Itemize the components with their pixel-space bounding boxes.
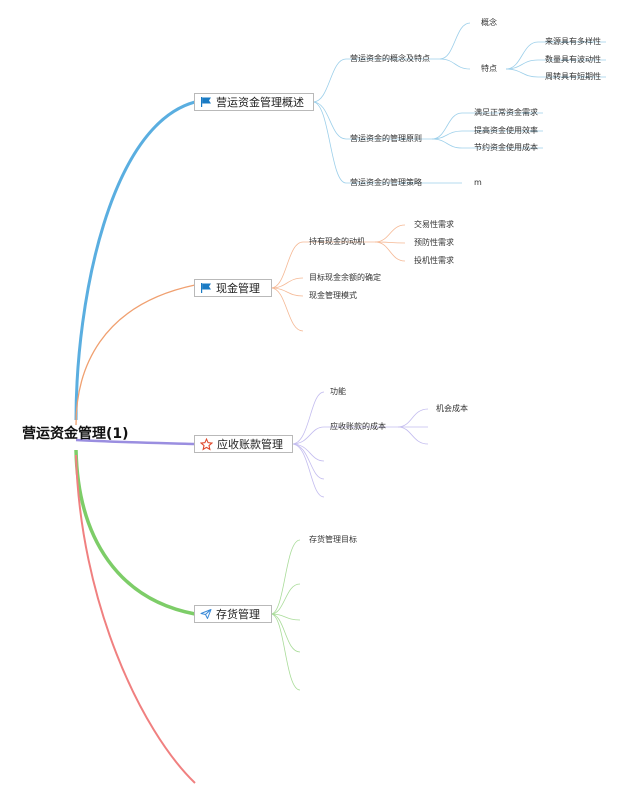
topic-feature-3[interactable]: 周转具有短期性 (545, 72, 601, 81)
topic-principle-1[interactable]: 满足正常资金需求 (474, 108, 538, 117)
topic-principle-2[interactable]: 提高资金使用效率 (474, 126, 538, 135)
branch-curve-receivables (75, 438, 196, 446)
branch-cash-label: 现金管理 (216, 282, 260, 295)
branch-receivables-label: 应收账款管理 (217, 438, 283, 451)
topic-cash-motives[interactable]: 持有现金的动机 (309, 237, 365, 246)
topic-concept-features[interactable]: 营运资金的概念及特点 (350, 54, 430, 63)
branch-curve-empty (75, 454, 196, 784)
topic-feature-1[interactable]: 来源具有多样性 (545, 37, 601, 46)
topic-principle-3[interactable]: 节约资金使用成本 (474, 143, 538, 152)
topic-principles[interactable]: 营运资金的管理原则 (350, 134, 422, 143)
topic-receivables-cost[interactable]: 应收账款的成本 (330, 422, 386, 431)
star-outline-icon (199, 437, 214, 451)
topic-opportunity-cost[interactable]: 机会成本 (436, 404, 468, 413)
topic-strategies[interactable]: 营运资金的管理策略 (350, 178, 422, 187)
blue-flag-icon (200, 282, 212, 294)
root-topic[interactable]: 营运资金管理(1) (22, 426, 129, 442)
branch-cash[interactable]: 现金管理 (194, 279, 272, 297)
branch-inventory[interactable]: 存货管理 (194, 605, 272, 623)
branch-curve-overview (74, 100, 196, 421)
topic-strategy-m[interactable]: m (474, 178, 482, 187)
blue-flag-icon (200, 96, 212, 108)
topic-motive-precaution[interactable]: 预防性需求 (414, 238, 454, 247)
branch-overview-label: 营运资金管理概述 (216, 96, 304, 109)
topic-features[interactable]: 特点 (481, 64, 497, 73)
branch-curve-inventory (74, 449, 196, 616)
topic-target-cash-balance[interactable]: 目标现金余额的确定 (309, 273, 381, 282)
topic-function[interactable]: 功能 (330, 387, 346, 396)
topic-motive-speculation[interactable]: 投机性需求 (414, 256, 454, 265)
branch-curve-cash (75, 284, 196, 426)
paper-plane-icon (200, 608, 212, 620)
branch-inventory-label: 存货管理 (216, 608, 260, 621)
topic-inventory-goal[interactable]: 存货管理目标 (309, 535, 357, 544)
branch-receivables[interactable]: 应收账款管理 (194, 435, 293, 453)
branch-overview[interactable]: 营运资金管理概述 (194, 93, 314, 111)
topic-feature-2[interactable]: 数量具有波动性 (545, 55, 601, 64)
topic-motive-transaction[interactable]: 交易性需求 (414, 220, 454, 229)
topic-cash-mode[interactable]: 现金管理模式 (309, 291, 357, 300)
topic-concept[interactable]: 概念 (481, 18, 497, 27)
